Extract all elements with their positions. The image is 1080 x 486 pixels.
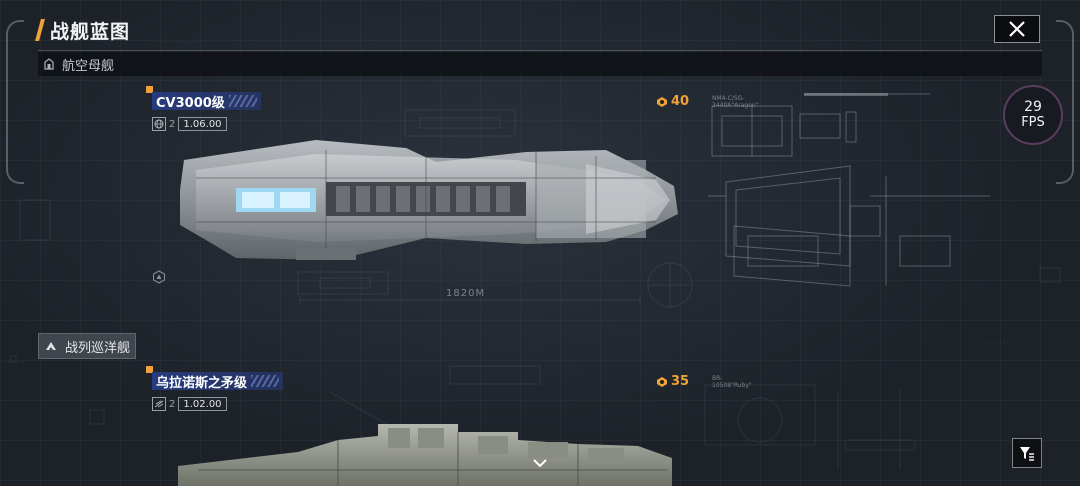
close-icon — [1009, 21, 1025, 37]
category-label: 战列巡洋舰 — [65, 340, 131, 356]
corner-marker — [146, 86, 153, 93]
cost-icon — [657, 96, 667, 107]
left-bracket — [6, 20, 24, 184]
cost-badge: 40 — [656, 94, 689, 109]
cost-value: 35 — [671, 374, 690, 389]
filter-button[interactable] — [1012, 438, 1042, 468]
ship-name-tag: CV3000级 — [152, 92, 261, 111]
chevron-down-icon — [533, 459, 547, 468]
fps-unit: FPS — [1021, 115, 1045, 130]
version-row: 2 1.02.00 — [152, 396, 227, 412]
ship-card-uranus-spear[interactable]: 乌拉诺斯之矛级 2 1.02.00 35 BR-10508"Ruby" — [146, 366, 752, 486]
cost-icon — [657, 376, 667, 387]
tag-stripes — [228, 95, 257, 107]
ship-image-uranus-spear — [178, 424, 672, 486]
ship-name-tag: 乌拉诺斯之矛级 — [152, 372, 284, 391]
ship-name: CV3000级 — [156, 95, 225, 111]
blueprint-code: NM4-C/SG-3440A"Aragon" — [712, 95, 759, 109]
ship-image-cv3000 — [180, 140, 678, 260]
ship-name: 乌拉诺斯之矛级 — [156, 375, 248, 391]
fps-value: 29 — [1024, 99, 1042, 115]
hex-marker-icon — [153, 270, 165, 284]
ship-card-cv3000[interactable]: CV3000级 2 1.06.00 40 NM4-C/SG-3440A"Arag… — [146, 86, 758, 320]
deco-text: · · · · · · · · · — [980, 340, 1013, 347]
ship-tier: 2 — [169, 398, 176, 410]
ship-version: 1.06.00 — [178, 117, 227, 131]
category-header-carrier[interactable]: 航空母舰 — [38, 52, 1042, 76]
category-tab-battlecruiser[interactable]: 战列巡洋舰 — [38, 333, 136, 359]
cost-value: 40 — [671, 94, 690, 109]
speed-icon — [152, 397, 166, 411]
category-label: 航空母舰 — [62, 58, 115, 74]
scroll-down-button[interactable] — [528, 454, 552, 472]
fps-indicator: 29 FPS — [1003, 85, 1063, 145]
ship-version: 1.02.00 — [178, 397, 227, 411]
ship-length: 1820M — [446, 288, 486, 299]
right-bracket — [1056, 20, 1074, 184]
deco-text: · · · · · · · — [0, 360, 25, 367]
corner-marker — [146, 366, 153, 373]
globe-icon — [152, 117, 166, 131]
header: 战舰蓝图 — [35, 16, 131, 44]
cost-badge: 35 — [656, 374, 689, 389]
deco-text: · · · · · · · · · · — [160, 40, 197, 47]
close-button[interactable] — [994, 15, 1040, 43]
blueprint-code: BR-10508"Ruby" — [712, 375, 752, 389]
page-title: 战舰蓝图 — [50, 20, 131, 43]
battlecruiser-class-icon — [45, 340, 57, 352]
tag-stripes — [251, 375, 280, 387]
header-divider — [38, 50, 1042, 51]
ship-tier: 2 — [169, 118, 176, 130]
ship-schematic-cv3000 — [708, 93, 990, 287]
version-row: 2 1.06.00 — [152, 116, 227, 132]
filter-icon — [1020, 447, 1034, 461]
schematic-bar — [804, 93, 888, 96]
carrier-class-icon — [44, 58, 54, 70]
